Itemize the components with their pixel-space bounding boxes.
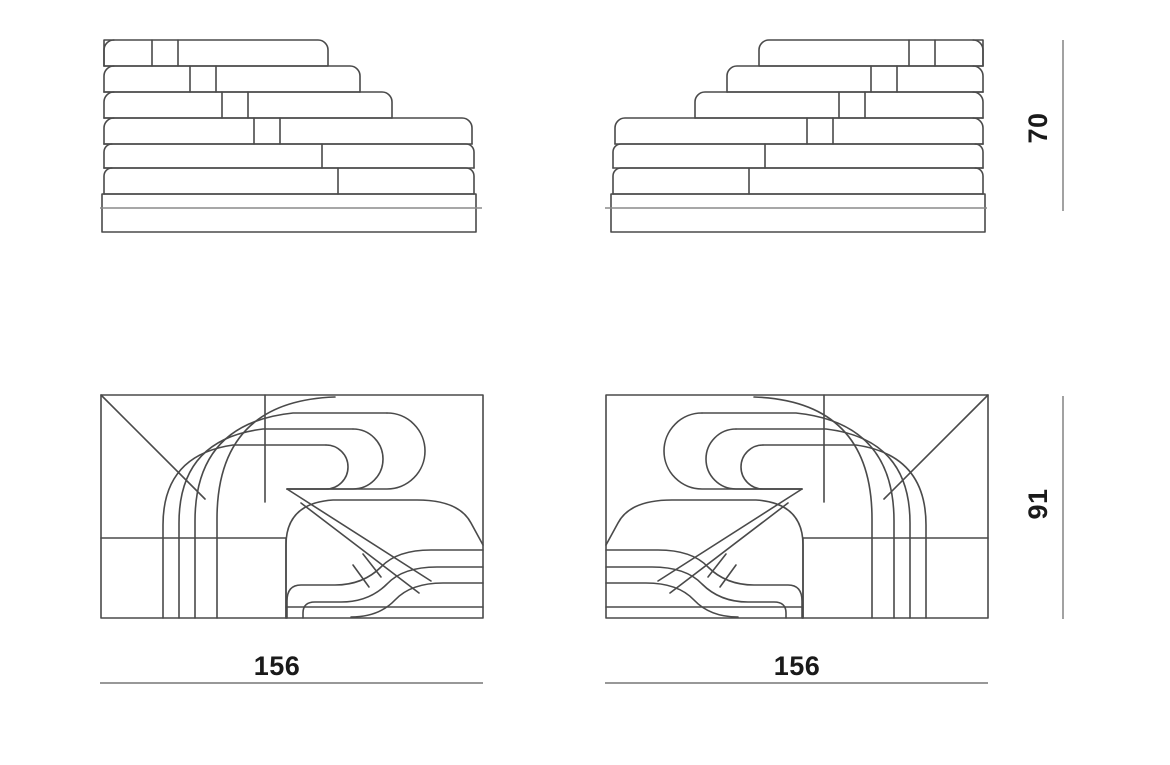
plan-right-body bbox=[605, 394, 989, 619]
dimension-label-width-right: 156 bbox=[774, 651, 821, 681]
elevation-left-body bbox=[101, 39, 477, 233]
dimension-width-left-156: 156 bbox=[100, 651, 483, 684]
elevation-right-body bbox=[610, 39, 986, 233]
dimension-height-70: 70 bbox=[1023, 40, 1064, 211]
dimension-width-right-156: 156 bbox=[605, 651, 988, 684]
dimension-label-depth: 91 bbox=[1023, 488, 1053, 519]
view-plan-right bbox=[605, 394, 989, 619]
view-elevation-left bbox=[100, 39, 482, 233]
dimension-label-height: 70 bbox=[1023, 112, 1053, 143]
dimension-label-width-left: 156 bbox=[254, 651, 301, 681]
plan-left-body bbox=[100, 394, 484, 619]
view-elevation-right bbox=[605, 39, 987, 233]
dimension-depth-91: 91 bbox=[1023, 396, 1064, 619]
view-plan-left bbox=[100, 394, 484, 619]
